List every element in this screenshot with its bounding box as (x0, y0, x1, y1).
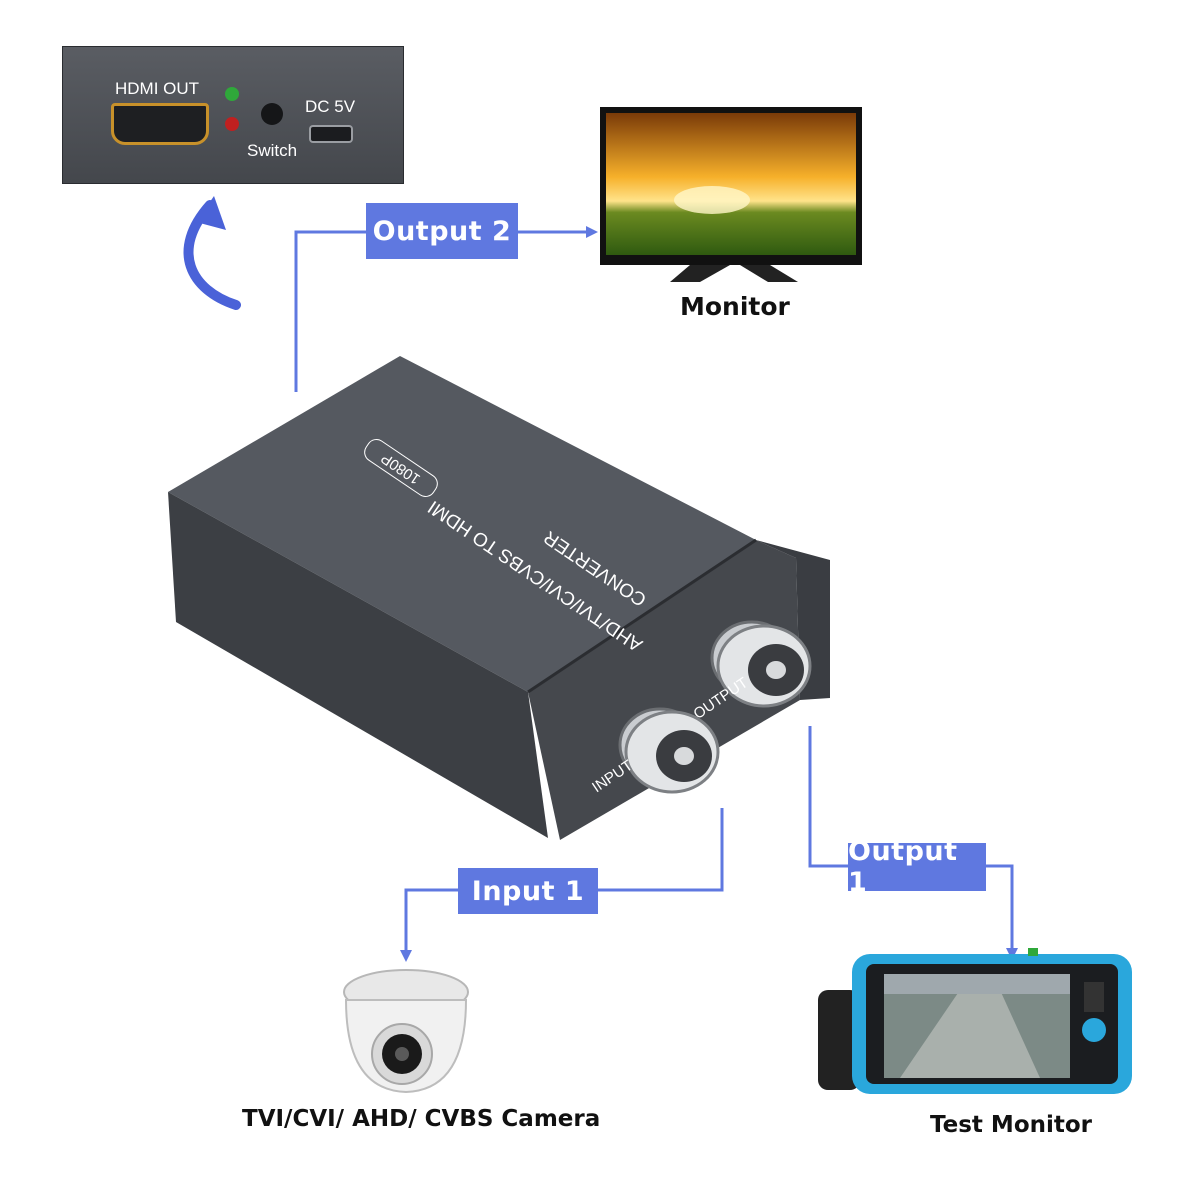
output1-line (808, 726, 848, 868)
output2-label: Output 2 (366, 203, 518, 259)
dc-5v-label: DC 5V (305, 97, 356, 116)
test-monitor-caption: Test Monitor (930, 1112, 1093, 1138)
led-icon (225, 117, 239, 131)
hdmi-out-label: HDMI OUT (115, 79, 200, 98)
led-icon (225, 87, 239, 101)
camera-caption: TVI/CVI/ AHD/ CVBS Camera (242, 1106, 601, 1132)
bnc-connector-icon (618, 707, 720, 794)
output1-arrow (986, 864, 1018, 960)
input1-arrow (400, 888, 458, 962)
monitor-caption: Monitor (680, 292, 790, 321)
switch-label: Switch (247, 141, 298, 160)
output2-line (294, 230, 366, 392)
bnc-connector-icon (710, 620, 812, 708)
input1-line (598, 808, 724, 892)
device-side-panel: HDMI OUT Switch DC 5V (62, 46, 404, 184)
switch-button-icon (261, 103, 283, 125)
hdmi-port-icon (111, 103, 209, 145)
input1-label: Input 1 (458, 868, 598, 914)
micro-usb-port-icon (309, 125, 353, 143)
